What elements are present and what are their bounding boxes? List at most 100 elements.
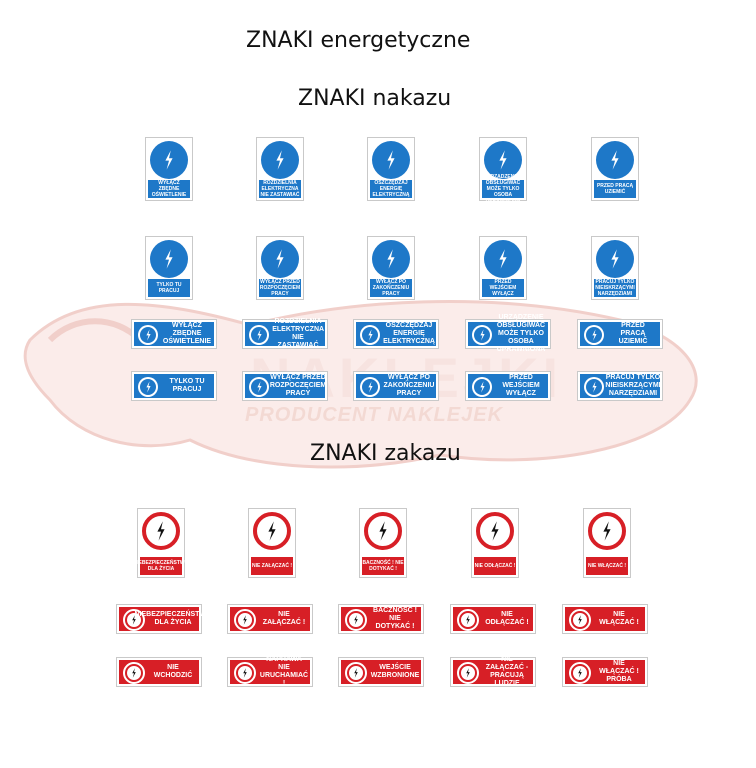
sign-caption: PRZED PRACĄ UZIEMIĆ: [618, 322, 648, 345]
lightning-bolt-icon: [479, 329, 485, 341]
mandatory-sign-vertical: PRZED PRACĄ UZIEMIĆ: [591, 137, 639, 201]
sign-caption: WYŁĄCZ ZBĘDNE OŚWIETLENIE: [148, 180, 190, 198]
sign-caption: NAPRAWA NIE URUCHAMIAĆ !: [259, 656, 309, 687]
lightning-bolt-icon: [354, 615, 358, 625]
sign-caption: NIE ZAŁĄCZAĆ !: [262, 611, 306, 626]
prohibition-circle: [364, 512, 402, 550]
sign-caption: WYŁĄCZ PRZED ROZPOCZĘCIEM PRACY: [259, 279, 301, 297]
mandatory-sign-vertical: PRZED WEJŚCIEM WYŁĄCZ: [479, 236, 527, 300]
sign-caption: PRZED WEJŚCIEM WYŁĄCZ: [482, 279, 524, 297]
prohibition-circle: [125, 664, 143, 682]
mandatory-sign-vertical: WYŁĄCZ PRZED ROZPOCZĘCIEM PRACY: [256, 236, 304, 300]
mandatory-circle: [372, 240, 410, 278]
lightning-bolt-icon: [379, 521, 387, 541]
lightning-bolt-icon: [132, 668, 136, 678]
mandatory-circle: [362, 327, 378, 343]
prohibition-circle: [347, 611, 365, 629]
lightning-bolt-icon: [387, 150, 395, 170]
prohibition-sign-vertical: NIE ZAŁĄCZAĆ !: [248, 508, 296, 578]
prohibition-circle: [476, 512, 514, 550]
lightning-bolt-icon: [243, 615, 247, 625]
sign-caption: NIE ODŁĄCZAĆ !: [474, 557, 516, 575]
mandatory-circle: [474, 327, 490, 343]
sign-caption: ROZDZIELNIA ELEKTRYCZNA NIE ZASTAWIAĆ: [259, 180, 301, 198]
prohibition-sign-vertical: BACZNOŚĆ ! NIE DOTYKAĆ !: [359, 508, 407, 578]
lightning-bolt-icon: [157, 521, 165, 541]
prohibition-circle: [459, 664, 477, 682]
lightning-bolt-icon: [145, 329, 151, 341]
sign-caption: NIE WŁĄCZAĆ !: [586, 557, 628, 575]
lightning-bolt-icon: [132, 615, 136, 625]
mandatory-circle: [261, 141, 299, 179]
mandatory-sign-horizontal: WYŁĄCZ PRZED ROZPOCZĘCIEM PRACY: [242, 371, 328, 401]
mandatory-sign-vertical: URZĄDZENIE OBSŁUGIWAĆ MOŻE TYLKO OSOBA U…: [479, 137, 527, 204]
mandatory-circle: [140, 379, 156, 395]
lightning-bolt-icon: [611, 249, 619, 269]
prohibition-sign-horizontal: NAPRAWA NIE URUCHAMIAĆ !: [227, 656, 313, 687]
mandatory-circle: [150, 240, 188, 278]
mandatory-sign-horizontal: PRACUJ TYLKO NIEISKRZĄCYMI NARZĘDZIAMI: [577, 371, 663, 401]
mandatory-circle: [251, 379, 267, 395]
sign-caption: WYŁĄCZ PRZED ROZPOCZĘCIEM PRACY: [269, 374, 327, 397]
lightning-bolt-icon: [491, 521, 499, 541]
sign-caption: NIE ZAŁĄCZAĆ - PRACUJĄ LUDZIE: [485, 656, 529, 687]
mandatory-circle: [261, 240, 299, 278]
prohibition-circle: [253, 512, 291, 550]
sign-caption: PRACUJ TYLKO NIEISKRZĄCYMI NARZĘDZIAMI: [605, 374, 661, 397]
lightning-bolt-icon: [276, 150, 284, 170]
lightning-bolt-icon: [387, 249, 395, 269]
sign-caption: WYŁĄCZ PO ZAKOŃCZENIU PRACY: [383, 374, 435, 397]
mandatory-circle: [484, 141, 522, 179]
lightning-bolt-icon: [499, 150, 507, 170]
sign-caption: NIEBEZPIECZEŃSTWO DLA ŻYCIA: [134, 611, 212, 626]
lightning-bolt-icon: [256, 329, 262, 341]
page-title: ZNAKI energetyczne: [246, 28, 471, 53]
sign-caption: NIE WŁĄCZAĆ ! PRÓBA: [599, 660, 639, 683]
sign-caption: OSZCZĘDZAJ ENERGIĘ ELEKTRYCZNĄ: [383, 322, 435, 345]
prohibition-circle: [347, 664, 365, 682]
prohibition-sign-vertical: NIE ODŁĄCZAĆ !: [471, 508, 519, 578]
mandatory-sign-horizontal: PRZED PRACĄ UZIEMIĆ: [577, 319, 663, 349]
mandatory-circle: [484, 240, 522, 278]
sign-caption: NIE ODŁĄCZAĆ !: [485, 611, 529, 626]
lightning-bolt-icon: [367, 381, 373, 393]
sign-caption: ROZDZIELNIA ELEKTRYCZNA NIE ZASTAWIAĆ: [272, 318, 325, 349]
lightning-bolt-icon: [591, 381, 597, 393]
mandatory-circle: [474, 379, 490, 395]
prohibition-circle: [236, 611, 254, 629]
mandatory-circle: [586, 327, 602, 343]
prohibition-sign-vertical: NIE WŁĄCZAĆ !: [583, 508, 631, 578]
prohibition-circle: [125, 611, 143, 629]
lightning-bolt-icon: [479, 381, 485, 393]
lightning-bolt-icon: [611, 150, 619, 170]
mandatory-circle: [372, 141, 410, 179]
prohibition-sign-horizontal: BACZNOŚĆ ! NIE DOTYKAĆ !: [338, 604, 424, 634]
mandatory-sign-vertical: TYLKO TU PRACUJ: [145, 236, 193, 300]
sign-caption: WEJŚCIE WZBRONIONE: [370, 664, 420, 679]
watermark-tagline: PRODUCENT NAKLEJEK: [245, 404, 504, 426]
sign-caption: PRZED PRACĄ UZIEMIĆ: [594, 180, 636, 198]
lightning-bolt-icon: [591, 329, 597, 341]
lightning-bolt-icon: [256, 381, 262, 393]
sign-caption: TYLKO TU PRACUJ: [169, 378, 205, 393]
prohibition-sign-vertical: NIEBEZPIECZEŃSTWO DLA ŻYCIA: [134, 508, 189, 578]
lightning-bolt-icon: [165, 249, 173, 269]
prohibition-circle: [571, 664, 589, 682]
sign-caption: WYŁĄCZ PO ZAKOŃCZENIU PRACY: [370, 279, 412, 297]
mandatory-sign-horizontal: WYŁĄCZ ZBĘDNE OŚWIETLENIE: [131, 319, 217, 349]
lightning-bolt-icon: [276, 249, 284, 269]
section-title-nakazu: ZNAKI nakazu: [298, 86, 452, 111]
mandatory-circle: [140, 327, 156, 343]
sign-caption: NIE ZAŁĄCZAĆ !: [251, 557, 293, 575]
prohibition-sign-horizontal: NIEBEZPIECZEŃSTWO DLA ŻYCIA: [116, 604, 212, 634]
prohibition-sign-horizontal: NIE ODŁĄCZAĆ !: [450, 604, 536, 634]
sign-caption: NIEBEZPIECZEŃSTWO DLA ŻYCIA: [134, 557, 189, 575]
prohibition-sign-horizontal: WEJŚCIE WZBRONIONE: [338, 657, 424, 687]
prohibition-circle: [236, 664, 254, 682]
mandatory-sign-vertical: PRACUJ TYLKO NIEISKRZĄCYMI NARZĘDZIAMI: [591, 236, 639, 300]
sign-caption: TYLKO TU PRACUJ: [148, 279, 190, 297]
prohibition-circle: [142, 512, 180, 550]
sign-caption: PRACUJ TYLKO NIEISKRZĄCYMI NARZĘDZIAMI: [594, 279, 636, 297]
sign-caption: OSZCZĘDZAJ ENERGIĘ ELEKTRYCZNĄ: [370, 180, 412, 198]
sign-caption: BACZNOŚĆ ! NIE DOTYKAĆ !: [362, 557, 404, 575]
